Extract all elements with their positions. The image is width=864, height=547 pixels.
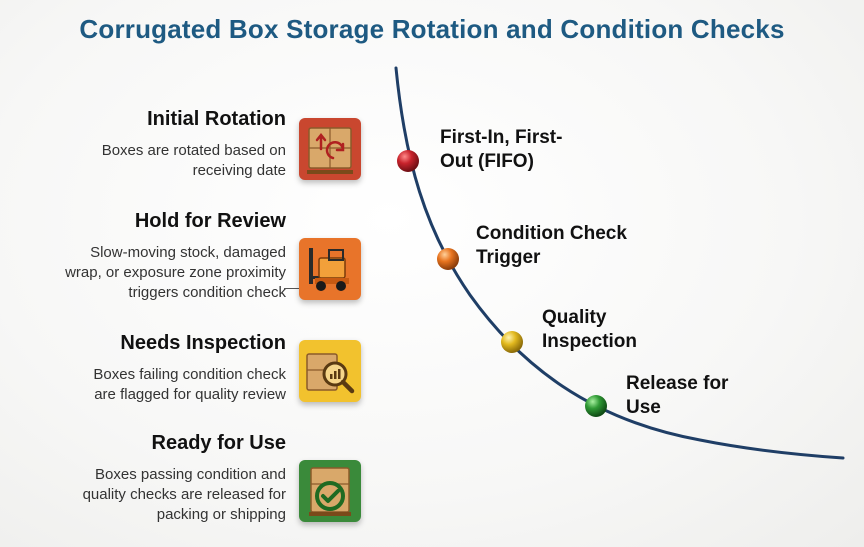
- magnifier-box-icon: [299, 340, 361, 402]
- stage-marker-release: [585, 395, 607, 417]
- stage-marker-fifo: [397, 150, 419, 172]
- stage-marker-quality: [501, 331, 523, 353]
- forklift-icon: [299, 238, 361, 300]
- stage-label-fifo: First-In, First-Out (FIFO): [440, 127, 563, 172]
- connector-line: [284, 288, 300, 289]
- step-ready-for-use: Ready for Use Boxes passing condition an…: [6, 432, 286, 525]
- page-title: Corrugated Box Storage Rotation and Cond…: [79, 14, 785, 44]
- step-hold-for-review: Hold for Review Slow-moving stock, damag…: [6, 210, 286, 303]
- step-initial-rotation: Initial Rotation Boxes are rotated based…: [6, 108, 286, 181]
- checkmark-box-icon: [299, 460, 361, 522]
- step-title: Needs Inspection: [120, 332, 286, 354]
- step-title: Ready for Use: [151, 432, 287, 454]
- stage-marker-condition: [437, 248, 459, 270]
- step-needs-inspection: Needs Inspection Boxes failing condition…: [6, 332, 286, 405]
- step-title: Hold for Review: [134, 210, 286, 232]
- step-title: Initial Rotation: [147, 108, 286, 130]
- boxes-rotation-icon: [299, 118, 361, 180]
